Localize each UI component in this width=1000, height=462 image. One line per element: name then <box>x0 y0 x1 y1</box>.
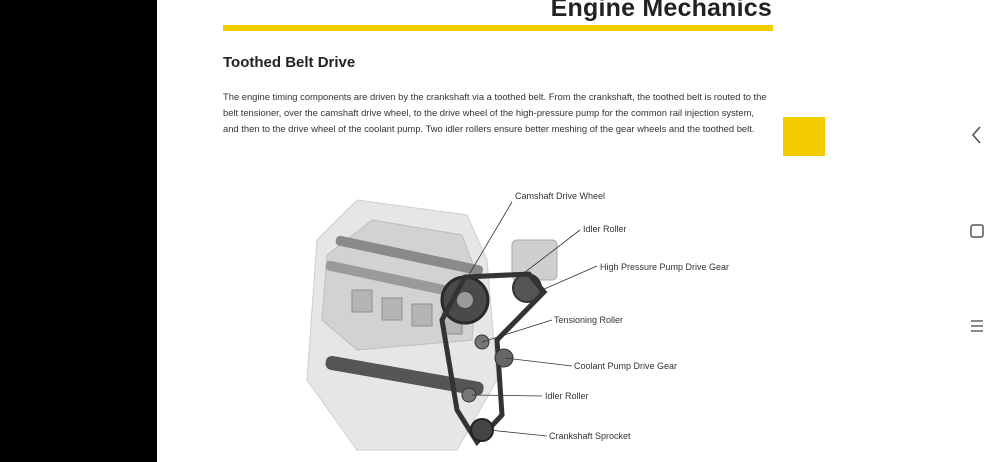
leader-lines <box>466 201 598 437</box>
body-paragraph: The engine timing components are driven … <box>223 91 767 134</box>
hamburger-icon[interactable] <box>965 314 989 338</box>
label-coolant-pump-drive-gear: Coolant Pump Drive Gear <box>574 361 677 371</box>
label-high-pressure-pump-drive-gear: High Pressure Pump Drive Gear <box>600 262 729 272</box>
document-page: Engine Mechanics Toothed Belt Drive The … <box>157 0 825 462</box>
label-idler-roller-top: Idler Roller <box>583 224 627 234</box>
engine-illustration <box>306 199 558 451</box>
section-heading: Toothed Belt Drive <box>223 54 356 71</box>
section-tab[interactable] <box>783 117 825 156</box>
chevron-left-icon[interactable] <box>965 123 989 147</box>
square-icon[interactable] <box>965 219 989 243</box>
engine-diagram: Camshaft Drive Wheel Idler Roller High P… <box>306 191 729 451</box>
label-camshaft-drive-wheel: Camshaft Drive Wheel <box>515 191 605 201</box>
label-crankshaft-sprocket: Crankshaft Sprocket <box>549 431 631 441</box>
title-underline <box>223 25 773 31</box>
label-tensioning-roller: Tensioning Roller <box>554 315 623 325</box>
navigation-bar <box>825 0 1000 462</box>
page-title: Engine Mechanics <box>550 0 772 22</box>
label-idler-roller-bottom: Idler Roller <box>545 391 589 401</box>
